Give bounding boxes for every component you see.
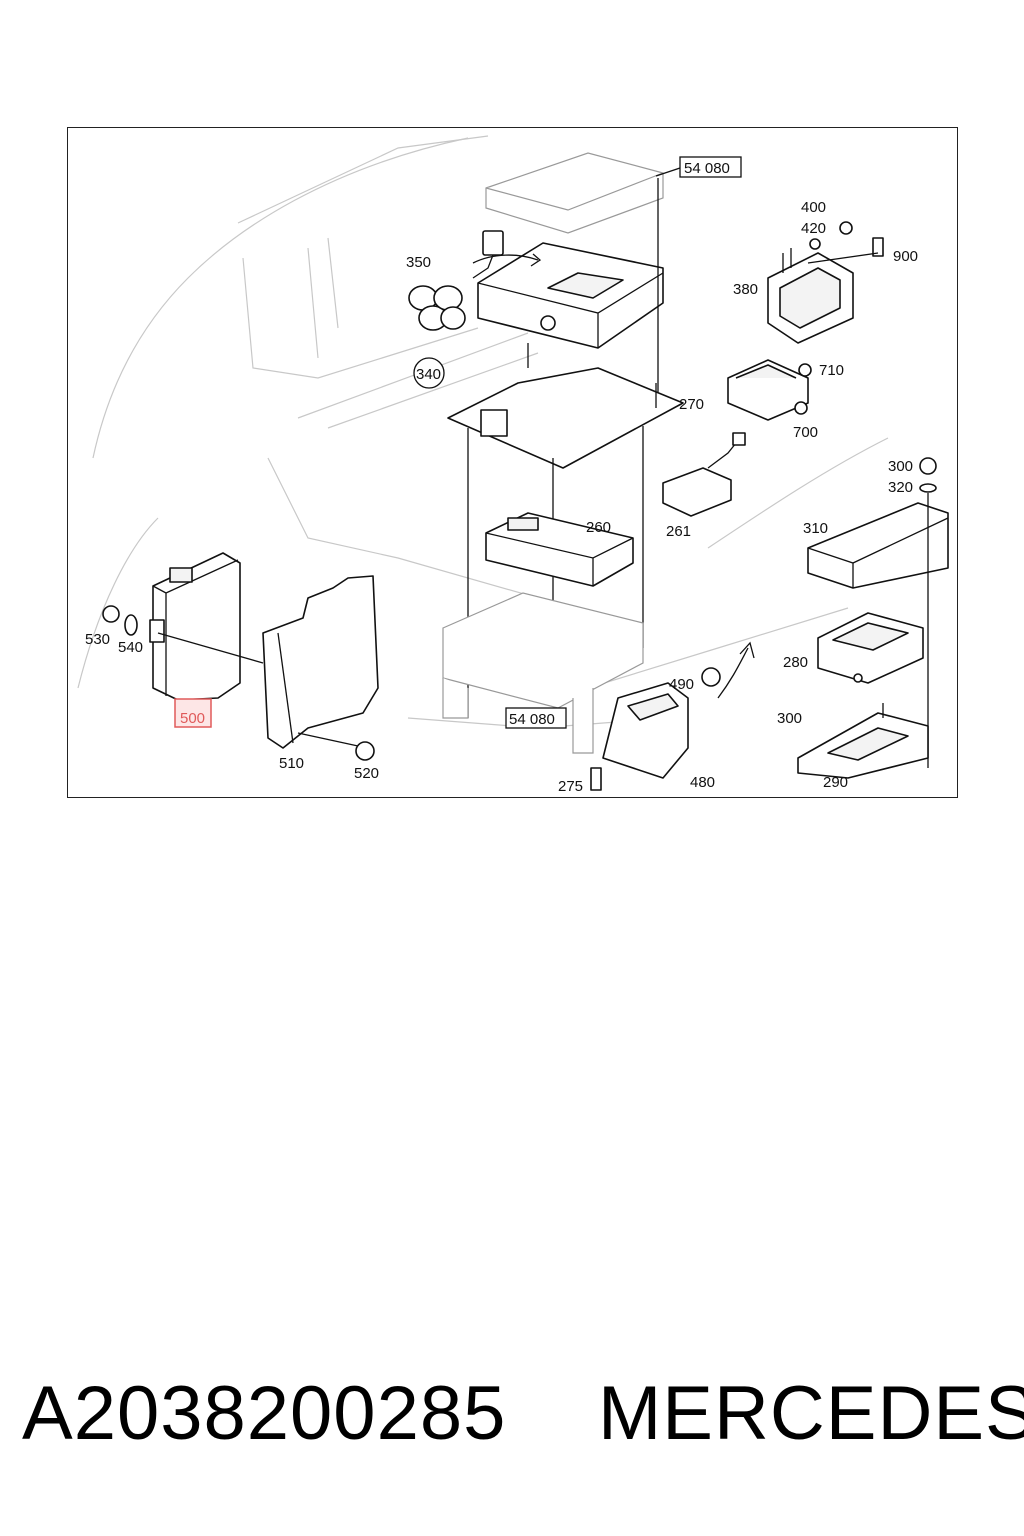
label-510: 510 — [279, 755, 304, 772]
base-plate — [442, 592, 644, 754]
part-540-washer — [124, 614, 138, 636]
callout-54080-bottom: 54 080 — [505, 707, 567, 729]
label-400: 400 — [801, 199, 826, 216]
label-700: 700 — [793, 424, 818, 441]
label-340: 340 — [416, 366, 441, 383]
part-275-bolt — [590, 767, 602, 791]
label-540: 540 — [118, 639, 143, 656]
label-300-bottom: 300 — [777, 710, 802, 727]
label-261: 261 — [666, 523, 691, 540]
label-380: 380 — [733, 281, 758, 298]
part-260-module — [485, 512, 634, 587]
part-480-horn — [602, 641, 755, 779]
caption-bar: A2038200285 MERCEDES — [0, 1370, 1024, 1470]
part-290-bracket — [797, 703, 929, 779]
label-480: 480 — [690, 774, 715, 791]
label-900: 900 — [893, 248, 918, 265]
part-261-box — [662, 432, 746, 517]
label-54080-bottom: 54 080 — [509, 711, 555, 728]
label-710: 710 — [819, 362, 844, 379]
part-340-module — [472, 242, 664, 349]
part-700-sensor — [727, 359, 812, 421]
part-530-nut — [102, 605, 120, 623]
part-310-cover — [807, 457, 949, 768]
label-270: 270 — [679, 396, 704, 413]
part-510-bracket — [262, 575, 379, 749]
label-320: 320 — [888, 479, 913, 496]
part-380-sensor — [767, 221, 884, 344]
callout-54080-top: 54 080 — [679, 156, 742, 178]
part-280-control-unit — [817, 612, 924, 684]
callout-500-highlighted: 500 — [174, 698, 212, 728]
label-300-top: 300 — [888, 458, 913, 475]
brand-name: MERCEDES — [598, 1371, 1024, 1456]
label-350: 350 — [406, 254, 431, 271]
exploded-parts-diagram: 54 080 400 420 900 350 380 340 710 270 7… — [67, 127, 958, 798]
part-520-nut — [355, 741, 375, 761]
label-490: 490 — [669, 676, 694, 693]
label-54080-top: 54 080 — [684, 160, 730, 177]
diagram-canvas: 54 080 400 420 900 350 380 340 710 270 7… — [77, 135, 949, 795]
label-290: 290 — [823, 774, 848, 791]
callout-340: 340 — [413, 357, 445, 389]
part-54080-top-module — [485, 152, 681, 234]
label-530: 530 — [85, 631, 110, 648]
part-500-module — [149, 552, 264, 701]
part-number: A2038200285 — [22, 1371, 507, 1456]
label-520: 520 — [354, 765, 379, 782]
label-260: 260 — [586, 519, 611, 536]
label-310: 310 — [803, 520, 828, 537]
label-275: 275 — [558, 778, 583, 795]
part-350-connector — [408, 230, 504, 331]
label-420: 420 — [801, 220, 826, 237]
label-280: 280 — [783, 654, 808, 671]
part-270-bracket-plate — [447, 343, 684, 718]
label-500: 500 — [180, 710, 205, 727]
